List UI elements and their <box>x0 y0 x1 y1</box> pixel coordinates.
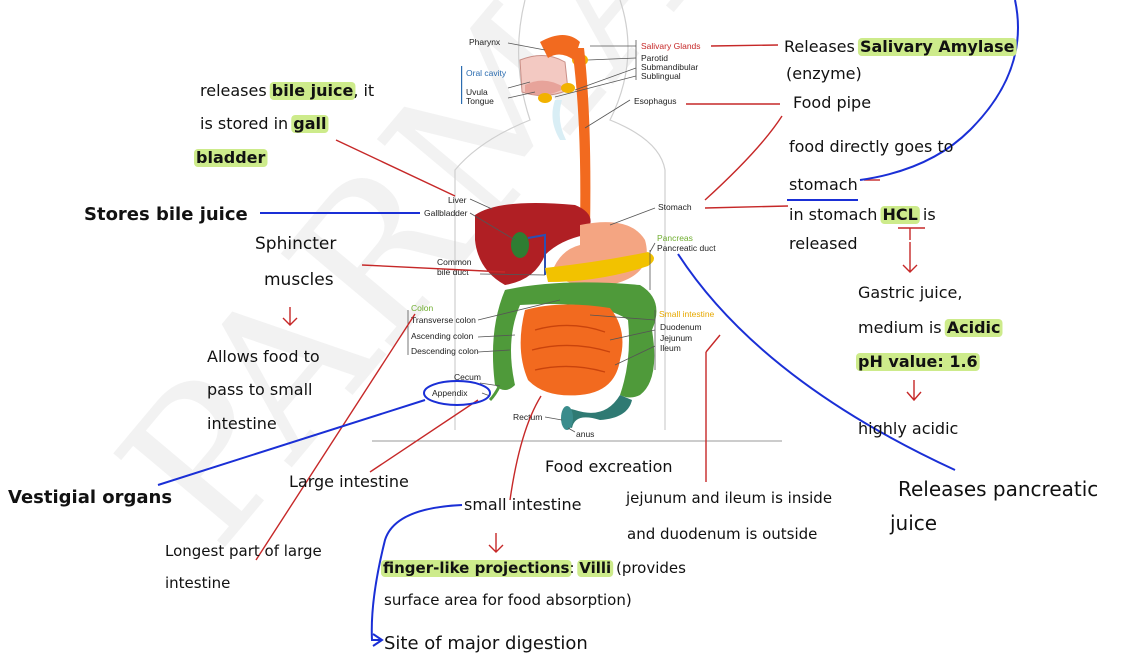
note-villi-1: finger-like projections: Villi (provides <box>383 559 686 577</box>
note-food-excretion: Food excreation <box>545 457 673 476</box>
note-bile-line2: is stored in gall <box>200 114 326 133</box>
label-pharynx: Pharynx <box>469 37 501 47</box>
note-large-intestine: Large intestine <box>289 472 409 491</box>
highlight-acidic: Acidic <box>947 318 1001 337</box>
note-food-direct-2: stomach <box>789 175 858 194</box>
note-salivary-line1: Releases Salivary Amylase <box>784 37 1015 56</box>
label-gallbladder: Gallbladder <box>424 208 468 218</box>
note-gastric-1: Gastric juice, <box>858 283 962 302</box>
note-pancreatic-2: juice <box>889 511 937 535</box>
note-hcl-line1: in stomach HCL is <box>789 205 936 224</box>
label-ascending-colon: Ascending colon <box>411 331 474 341</box>
label-tongue: Tongue <box>466 96 494 106</box>
label-ileum: Ileum <box>660 343 681 353</box>
note-jejunum-1: jejunum and ileum is inside <box>625 489 832 507</box>
note-longest-1: Longest part of large <box>165 542 322 560</box>
rectum-bulb <box>561 406 573 430</box>
note-allows-3: intestine <box>207 414 277 433</box>
highlight-gall: gall <box>293 114 326 133</box>
note-food-pipe: Food pipe <box>793 93 871 112</box>
highlight-villi: Villi <box>579 559 611 577</box>
label-descending-colon: Descending colon <box>411 346 479 356</box>
note-sphincter-2: muscles <box>264 270 334 290</box>
note-sphincter-1: Sphincter <box>255 234 336 254</box>
note-allows-2: pass to small <box>207 380 312 399</box>
label-sublingual: Sublingual <box>641 71 681 81</box>
note-gastric-2: medium is Acidic <box>858 318 1001 337</box>
label-common: Common <box>437 257 472 267</box>
note-pancreatic-1: Releases pancreatic <box>898 477 1098 501</box>
label-anus: anus <box>576 429 594 439</box>
note-highly-acidic: highly acidic <box>858 419 958 438</box>
note-food-direct-1: food directly goes to <box>789 137 953 156</box>
label-jejunum: Jejunum <box>660 333 692 343</box>
label-salivary-glands: Salivary Glands <box>641 41 701 51</box>
note-salivary-line2: (enzyme) <box>786 64 862 83</box>
label-small-intestine: Small intestine <box>659 309 715 319</box>
label-duodenum: Duodenum <box>660 322 702 332</box>
note-bile-line1: releases bile juice, it <box>200 81 374 100</box>
small-intestine <box>521 304 623 395</box>
label-oral-cavity: Oral cavity <box>466 68 507 78</box>
label-stomach: Stomach <box>658 202 692 212</box>
note-allows-1: Allows food to <box>207 347 320 366</box>
note-jejunum-2: and duodenum is outside <box>627 525 817 543</box>
note-major-digestion: Site of major digestion <box>384 633 588 654</box>
oral-cavity-bracket <box>461 66 462 104</box>
label-pancreatic-duct: Pancreatic duct <box>657 243 716 253</box>
label-esophagus: Esophagus <box>634 96 677 106</box>
note-longest-2: intestine <box>165 574 230 592</box>
highlight-finger-like: finger-like projections <box>383 559 570 577</box>
sublingual-gland <box>538 93 552 103</box>
label-liver: Liver <box>448 195 467 205</box>
note-ph: pH value: 1.6 <box>858 352 978 371</box>
highlight-salivary-amylase: Salivary Amylase <box>860 37 1015 56</box>
gallbladder <box>511 232 529 258</box>
label-appendix: Appendix <box>432 388 468 398</box>
label-colon: Colon <box>411 303 433 313</box>
label-pancreas: Pancreas <box>657 233 693 243</box>
highlight-bile-juice: bile juice <box>272 81 354 100</box>
note-stores-bile: Stores bile juice <box>84 204 248 225</box>
note-bile-line3: bladder <box>196 148 265 167</box>
note-small-intestine: small intestine <box>464 495 581 514</box>
appendix <box>490 385 500 400</box>
highlight-hcl: HCL <box>882 205 917 224</box>
note-vestigial: Vestigial organs <box>8 487 172 508</box>
note-hcl-line2: released <box>789 234 858 253</box>
label-rectum: Rectum <box>513 412 542 422</box>
label-transverse-colon: Transverse colon <box>411 315 476 325</box>
submandibular-gland <box>561 83 575 93</box>
note-villi-2: surface area for food absorption) <box>384 591 632 609</box>
